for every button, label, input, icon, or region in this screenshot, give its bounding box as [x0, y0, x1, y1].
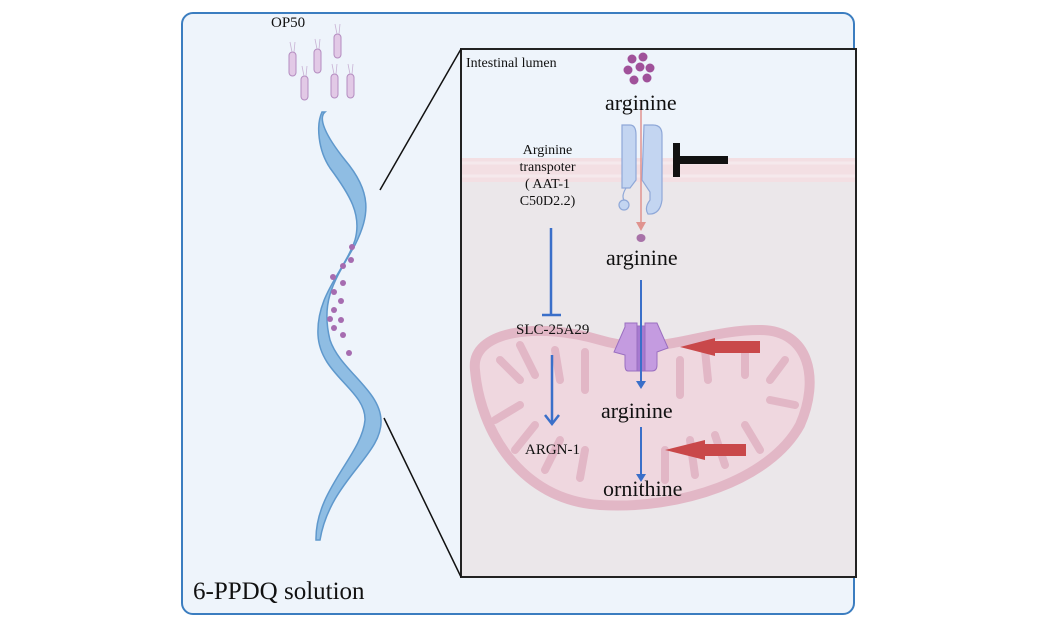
op50-label: OP50 [271, 15, 306, 31]
lumen-arginine-label: arginine [605, 90, 677, 115]
solution-label: 6-PPDQ solution [193, 578, 365, 605]
mito-arginine-label: arginine [601, 398, 673, 423]
transporter-label-line: ( AAT-1 [525, 177, 570, 192]
zoom-line-bottom [383, 417, 462, 578]
ornithine-label: ornithine [603, 476, 683, 501]
zoom-line-top [379, 48, 462, 191]
transporter-label-line: Arginine [522, 143, 573, 158]
cytosol-arginine-label: arginine [606, 245, 678, 270]
ingested-arginine-dots [327, 244, 355, 356]
cytosol-arginine-dot [636, 234, 646, 242]
transporter-label-line: C50D2.2) [519, 194, 576, 209]
op50-bacteria-icon [288, 23, 355, 101]
transport-arrowhead [636, 222, 646, 231]
argn1-label: ARGN-1 [525, 442, 580, 458]
slc25a29-label: SLC-25A29 [516, 322, 590, 338]
arrowhead-cytosol-to-mito [636, 381, 646, 389]
arginine-transporter-icon [618, 124, 663, 215]
red-arrow-lower [665, 440, 746, 460]
arrowhead-arginine-to-ornithine [636, 474, 646, 482]
intestinal-lumen-label: Intestinal lumen [466, 56, 557, 71]
arginine-transporter-label: Arginine transpoter ( AAT-1 C50D2.2) [505, 142, 590, 210]
red-arrow-upper [680, 338, 760, 356]
arrowhead-slc-to-argn [544, 414, 560, 427]
c-elegans-worm-icon [315, 111, 382, 541]
transporter-label-line: transpoter [519, 160, 576, 175]
inhibition-bar-icon [673, 143, 728, 177]
mitochondrion-icon [469, 324, 815, 511]
arginine-cluster-icon [623, 52, 655, 85]
zoom-box-border [460, 48, 857, 578]
